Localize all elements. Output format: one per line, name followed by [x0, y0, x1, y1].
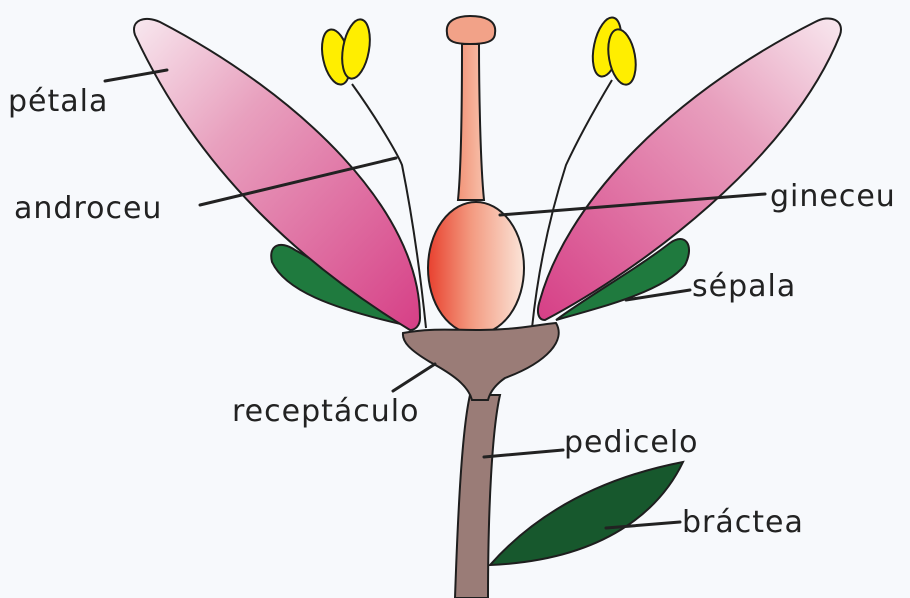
label-pedicelo: pedicelo [564, 425, 699, 460]
stigma-shape [447, 16, 495, 44]
bract-shape [490, 462, 683, 565]
label-petala: pétala [8, 84, 108, 119]
left-petal-shape [134, 19, 420, 330]
label-gineceu: gineceu [770, 179, 896, 214]
receptacle-shape [403, 323, 559, 400]
leader-pedicelo [484, 450, 563, 457]
pedicel-shape [455, 395, 500, 598]
ovary-shape [428, 202, 524, 334]
right-anther-front [604, 27, 639, 87]
left-anther-front [338, 17, 374, 81]
label-bractea: bráctea [682, 505, 804, 540]
leader-receptaculo [393, 364, 435, 391]
label-receptaculo: receptáculo [232, 394, 419, 429]
label-androceu: androceu [14, 191, 162, 226]
label-sepala: sépala [692, 269, 796, 304]
style-shape [458, 44, 484, 200]
